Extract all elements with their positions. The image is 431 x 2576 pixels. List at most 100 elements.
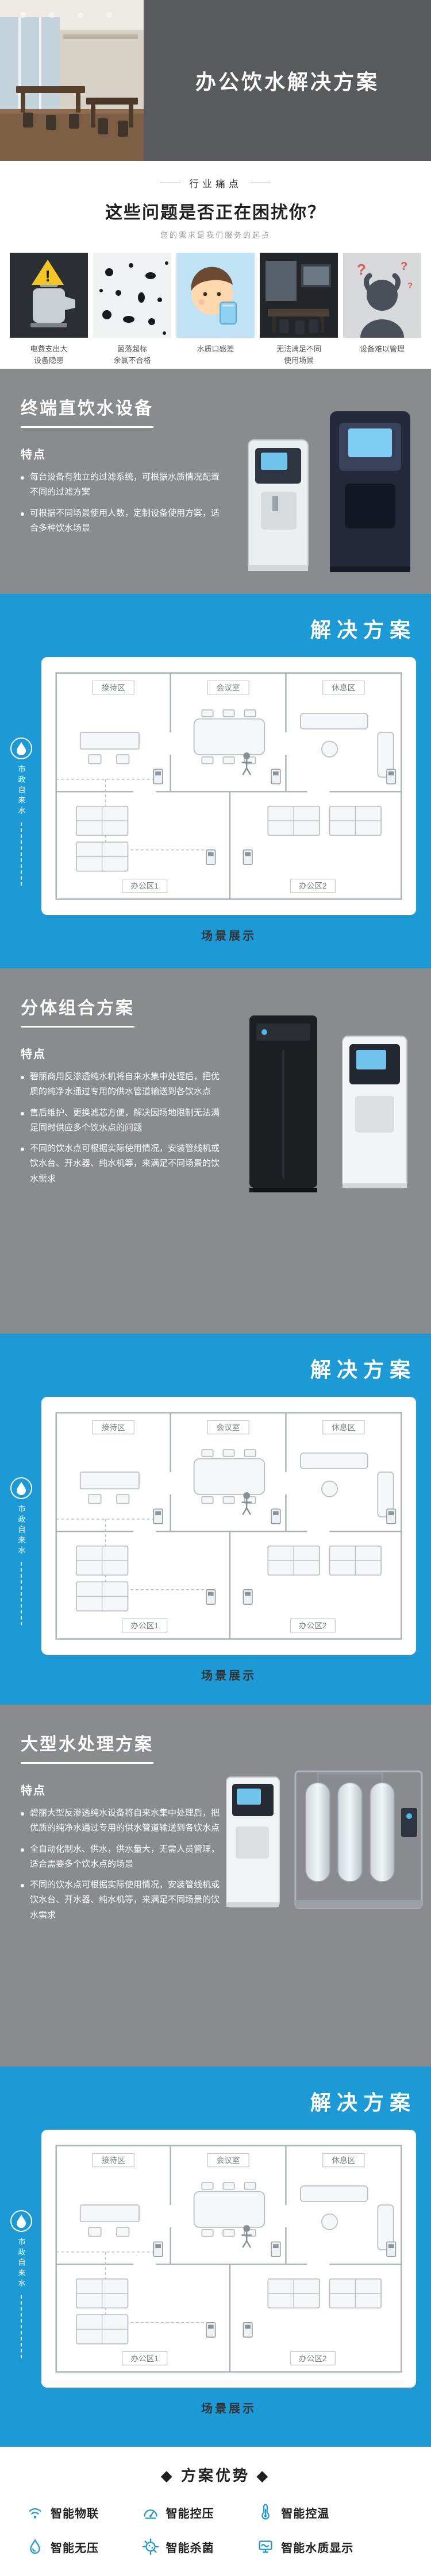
svg-text:休息区: 休息区 (332, 1423, 355, 1432)
advantage-label: 智能物联 (51, 2507, 99, 2520)
page-header: 办公饮水解决方案 (0, 0, 431, 161)
large-treatment-image (226, 1770, 423, 1909)
pain-item: 水质口感差 (176, 253, 255, 366)
svg-text:会议室: 会议室 (217, 2156, 240, 2165)
svg-text:办公区2: 办公区2 (299, 1621, 326, 1630)
section-title: 分体组合方案 (21, 994, 134, 1028)
features-label: 特点 (21, 1785, 46, 1797)
water-source-label: 市政自来水 (17, 2238, 26, 2289)
office-scene-icon (260, 253, 338, 338)
pipe-line (21, 822, 22, 886)
svg-text:办公区2: 办公区2 (299, 882, 326, 890)
terminal-dispensers-image (248, 411, 410, 572)
terminal-equipment-section: 终端直饮水设备 特点 每台设备有独立的过滤系统，可根据水质情况配置不同的过滤方案… (0, 369, 431, 594)
advantage-label: 智能无压 (51, 2542, 99, 2555)
svg-text:办公区1: 办公区1 (131, 1621, 159, 1630)
pain-item: 菌落超标 余氯不合格 (93, 253, 171, 366)
water-source-rail: 市政自来水 (8, 1477, 34, 1625)
water-drop-icon (10, 737, 32, 759)
pain-badge: 行业痛点 (189, 179, 242, 190)
scene-caption: 场景展示 (201, 2403, 256, 2416)
advantage-label: 智能杀菌 (166, 2542, 214, 2555)
svg-text:休息区: 休息区 (332, 683, 355, 692)
svg-text:?: ? (407, 281, 413, 291)
water-source-label: 市政自来水 (17, 1505, 26, 1557)
person-figure (241, 2225, 252, 2248)
feature-bullet: 碧丽商用反渗透纯水机将自来水集中处理后，把优质的纯净水通过专用的供水管道输送到各… (21, 1069, 223, 1100)
temperature-control-icon (261, 2504, 270, 2520)
svg-text:会议室: 会议室 (217, 683, 240, 692)
feature-bullet: 每台设备有独立的过滤系统，可根据水质情况配置不同的过滤方案 (21, 470, 223, 500)
pipe-line (21, 1562, 22, 1625)
water-source-rail: 市政自来水 (8, 2210, 34, 2358)
floor-plan-card: 接待区 会议室 休息区 办公区1 办公区2 (41, 2130, 416, 2388)
pain-item: 无法满足不同 使用场景 (260, 253, 338, 366)
water-source-label: 市政自来水 (17, 765, 26, 817)
advantage-item: 智能物联 (25, 2502, 141, 2522)
sterilize-icon (142, 2538, 159, 2555)
svg-text:办公区1: 办公区1 (131, 2354, 159, 2363)
feature-bullet: 不同的饮水点可根据实际使用情况，安装管线机或饮水台、开水器、纯水机等，来满足不同… (21, 1878, 223, 1923)
advantage-item: 智能杀菌 (141, 2537, 256, 2556)
pain-caption: 设备难以管理 (359, 345, 405, 353)
solution-section-terminal: 解决方案 市政自来水 (0, 594, 431, 968)
advantages-section: ◆ 方案优势 ◆ 智能物联 智能控压 (0, 2447, 431, 2576)
confused-person-icon: ? ? ? (343, 253, 421, 338)
floor-plan: 接待区 会议室 休息区 办公区1 办公区2 (55, 2145, 402, 2373)
svg-text:接待区: 接待区 (102, 1423, 125, 1432)
scene-caption: 场景展示 (201, 930, 256, 943)
pain-subheading: 您的需求是我们服务的起点 (160, 231, 271, 240)
svg-text:办公区1: 办公区1 (131, 882, 159, 890)
pipe-line (21, 2295, 22, 2358)
floor-plan-card: 接待区 会议室 休息区 办公区1 办公区2 (41, 1397, 416, 1655)
bacteria-specks-icon (93, 253, 171, 338)
iot-icon (29, 2508, 41, 2519)
dispenser-icons (153, 768, 397, 865)
advantage-item: 智能水质显示 (256, 2537, 406, 2556)
advantages-grid: 智能物联 智能控压 智能控温 智能无压 (25, 2502, 406, 2556)
pain-caption: 水质口感差 (197, 345, 234, 353)
pain-item: ? ? ? 设备难以管理 (343, 253, 421, 366)
pain-item: ! 电费支出大 设备隐患 (10, 253, 88, 366)
svg-text:接待区: 接待区 (102, 683, 125, 692)
features-list: 碧丽大型反渗透纯水设备将自来水集中处理后，把优质的纯净水通过专用的供水管道输送到… (21, 1806, 223, 1923)
large-treatment-section: 大型水处理方案 特点 碧丽大型反渗透纯水设备将自来水集中处理后，把优质的纯净水通… (0, 1705, 431, 2067)
dispenser-icons (153, 2241, 397, 2338)
solution-title: 解决方案 (310, 1358, 416, 1381)
advantage-item: 智能控压 (141, 2502, 256, 2522)
feature-bullet: 可根据不同场景使用人数，定制设备使用方案，适合多种饮水场景 (21, 506, 223, 536)
feature-bullet: 售后维护、更换滤芯方便，解决因场地限制无法满足同时供应多个饮水点的问题 (21, 1106, 223, 1136)
advantage-label: 智能控温 (281, 2507, 330, 2520)
svg-text:休息区: 休息区 (332, 2156, 355, 2165)
pain-heading: 这些问题是否正在困扰你？ (105, 203, 326, 222)
feature-bullet: 不同的饮水点可根据实际使用情况，安装管线机或饮水台、开水器、纯水机等，来满足不同… (21, 1141, 223, 1187)
kettle-warning-icon: ! (10, 253, 88, 338)
advantage-label: 智能水质显示 (281, 2542, 354, 2555)
water-source-rail: 市政自来水 (8, 737, 34, 886)
dispenser-icons (153, 1508, 397, 1605)
section-title: 终端直饮水设备 (21, 394, 153, 428)
floor-plan: 接待区 会议室 休息区 办公区1 办公区2 (55, 1412, 402, 1640)
svg-text:!: ! (45, 267, 50, 285)
pain-caption: 菌落超标 余氯不合格 (113, 345, 151, 365)
floor-plan-card: 接待区 会议室 休息区 办公区1 办公区2 (41, 657, 416, 916)
svg-text:?: ? (357, 261, 366, 278)
svg-text:?: ? (401, 260, 407, 273)
pressure-control-icon (144, 2509, 157, 2519)
feature-bullet: 全自动化制水、供水，供水量大，无需人员管理，适合需要多个饮水点的场景 (21, 1842, 223, 1872)
pain-caption: 无法满足不同 使用场景 (276, 345, 321, 365)
advantage-label: 智能控压 (166, 2507, 214, 2520)
feature-bullet: 碧丽大型反渗透纯水设备将自来水集中处理后，把优质的纯净水通过专用的供水管道输送到… (21, 1806, 223, 1836)
svg-text:接待区: 接待区 (102, 2156, 125, 2165)
features-label: 特点 (21, 449, 46, 461)
person-figure (241, 1492, 252, 1515)
bad-taste-cartoon-icon (176, 253, 255, 338)
floor-plan: 接待区 会议室 休息区 办公区1 办公区2 (55, 672, 402, 900)
no-pressure-icon (30, 2539, 40, 2554)
features-list: 碧丽商用反渗透纯水机将自来水集中处理后，把优质的纯净水通过专用的供水管道输送到各… (21, 1069, 223, 1187)
advantage-item: 智能控温 (256, 2502, 406, 2522)
features-label: 特点 (21, 1048, 46, 1061)
section-title: 大型水处理方案 (21, 1730, 153, 1764)
scene-caption: 场景展示 (201, 1670, 256, 1683)
solution-title: 解决方案 (310, 2091, 416, 2114)
